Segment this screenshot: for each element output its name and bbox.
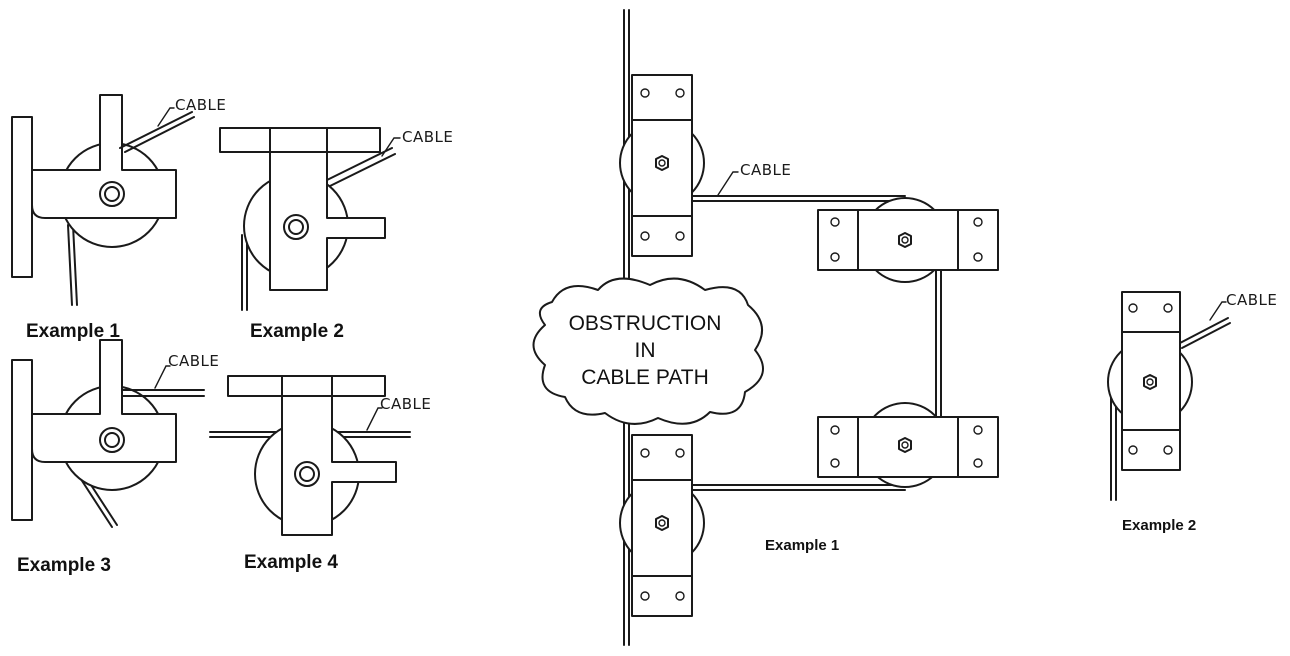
left-example-4-label: Example 4 bbox=[244, 552, 338, 573]
right-example-2-pulley bbox=[1107, 291, 1231, 501]
left-example-4-pulley bbox=[209, 375, 411, 536]
right-example-1-label: Example 1 bbox=[765, 537, 839, 554]
left-example-3-pulley bbox=[11, 339, 205, 528]
right-ex1-pulley-top bbox=[619, 74, 705, 257]
left-example-1-label: Example 1 bbox=[26, 321, 120, 342]
obstruction-cloud bbox=[532, 277, 764, 425]
obstruction-line-3: CABLE PATH bbox=[581, 366, 709, 389]
left-example-3-label: Example 3 bbox=[17, 555, 111, 576]
left-example-1-pulley bbox=[11, 94, 195, 306]
right-ex1-pulley-bottom bbox=[619, 434, 705, 617]
left-ex1-cable-label: CABLE bbox=[175, 96, 226, 114]
right-ex1-cable-leader bbox=[717, 171, 739, 196]
left-ex2-cable-label: CABLE bbox=[402, 128, 453, 146]
right-ex1-cable-label: CABLE bbox=[740, 161, 791, 179]
right-ex2-cable-label: CABLE bbox=[1226, 291, 1277, 309]
right-example-2-label: Example 2 bbox=[1122, 517, 1196, 534]
left-example-2-label: Example 2 bbox=[250, 321, 344, 342]
obstruction-line-2: IN bbox=[635, 339, 656, 362]
left-ex4-cable-label: CABLE bbox=[380, 395, 431, 413]
right-ex1-pulley-upper-right bbox=[817, 197, 999, 283]
left-example-2-pulley bbox=[219, 127, 401, 311]
right-ex1-pulley-lower-right bbox=[817, 402, 999, 488]
left-ex3-cable-label: CABLE bbox=[168, 352, 219, 370]
obstruction-line-1: OBSTRUCTION bbox=[569, 312, 722, 335]
